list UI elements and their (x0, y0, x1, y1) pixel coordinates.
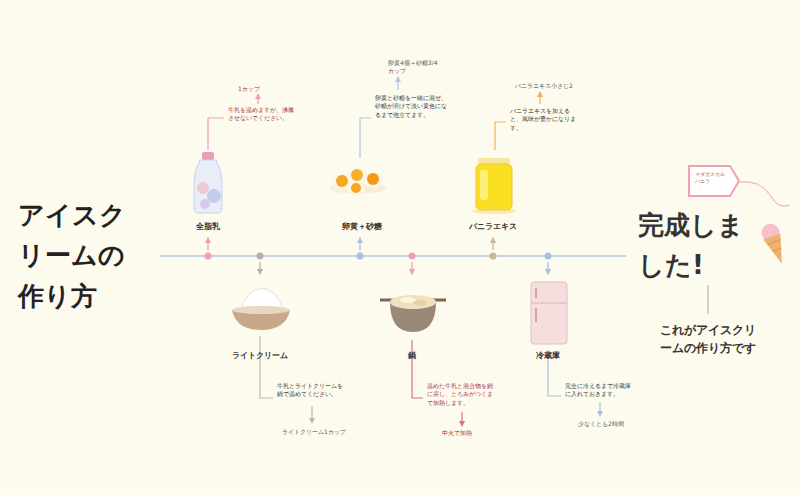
amount-note: 少なくとも2時間 (578, 420, 626, 428)
step-name: ライトクリーム (220, 350, 300, 361)
refrigerator (531, 282, 567, 344)
tag-string (740, 182, 790, 206)
step-name: バニラエキス (455, 221, 531, 232)
step-arrows (208, 240, 548, 272)
step-note: 卵黄と砂糖を一緒に混ぜ、砂糖が溶けて淡い黄色になるまで泡立てます。 (375, 94, 447, 119)
tag-text: マダガスカルバニラ (695, 171, 729, 184)
step-name: 冷蔵庫 (513, 350, 583, 361)
title: アイスクリームの作り方 (18, 195, 140, 316)
amount-note: 卵黄4個＋砂糖3/4カップ (388, 59, 440, 76)
price-tag: マダガスカルバニラ (689, 166, 739, 196)
finish-caption: これがアイスクリームの作り方です (660, 321, 756, 357)
step-note: バニラエキスを加えると、風味が豊かになります。 (510, 107, 578, 132)
amount-note: 1カップ (238, 85, 283, 93)
timeline (160, 255, 626, 257)
finish-heading: 完成しました! (638, 205, 750, 286)
amount-note: ライトクリーム1カップ (282, 428, 346, 436)
step-note: 牛乳を温めますが、沸騰させないでください。 (228, 106, 298, 123)
amount-note: 中火で加熱 (442, 429, 486, 437)
step-name: 卵黄＋砂糖 (325, 221, 399, 232)
step-note: 完全に冷えるまで冷蔵庫に入れておきます。 (565, 382, 633, 399)
step-note: 牛乳とライトクリームを鍋で温めてください。 (277, 382, 345, 399)
step-name: 全脂乳 (173, 221, 243, 232)
cream-bowl (232, 288, 290, 330)
timeline-dots (205, 253, 552, 260)
amount-note: バニラエキス小さじ2 (515, 82, 577, 90)
step-name: 鍋 (382, 350, 442, 361)
leader-lines (208, 79, 708, 424)
step-note: 温めた牛乳と混合物を鍋に戻し、とろみがつくまで加熱します。 (427, 382, 497, 407)
milk-bottle (194, 152, 222, 213)
egg-yolks (330, 168, 386, 195)
vanilla-jar (472, 158, 516, 214)
pot (380, 295, 446, 332)
ice-cream-cone (759, 221, 790, 267)
